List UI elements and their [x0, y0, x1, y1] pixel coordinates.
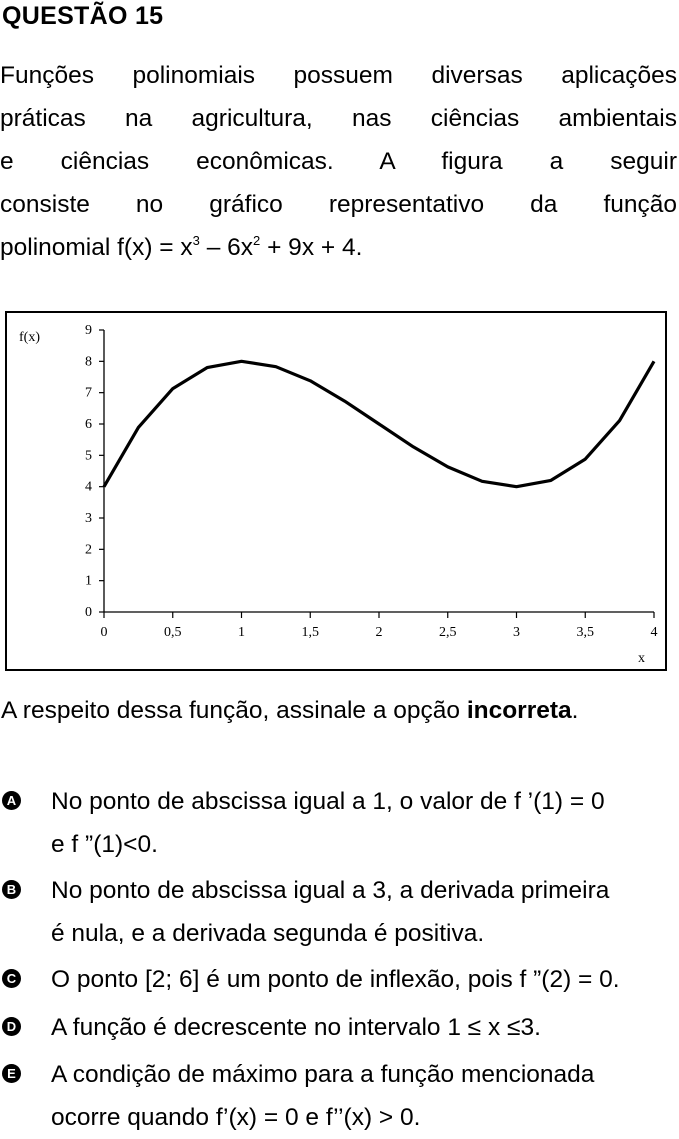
question-prompt: A respeito dessa função, assinale a opçã…	[1, 697, 578, 725]
x-tick-label: 3	[513, 625, 520, 640]
option-d-text: A função é decrescente no intervalo 1 ≤ …	[51, 1006, 677, 1049]
x-tick-label: 1,5	[302, 625, 320, 640]
x-tick-label: 4	[651, 625, 658, 640]
option-line: No ponto de abscissa igual a 1, o valor …	[51, 788, 605, 815]
x-tick-label: 3,5	[577, 625, 595, 640]
intro-line: práticas na agricultura, nas ciências am…	[0, 105, 677, 132]
function-prefix: polinomial f(x) = x	[0, 234, 193, 261]
y-tick-label: 3	[85, 511, 92, 526]
option-letter-c: C	[2, 969, 21, 988]
y-tick-label: 8	[85, 354, 92, 369]
option-letter-e: E	[2, 1064, 21, 1083]
y-tick-label: 2	[85, 542, 92, 557]
option-line: A condição de máximo para a função menci…	[51, 1061, 595, 1088]
intro-line: consiste no gráfico representativo da fu…	[0, 191, 677, 218]
question-suffix: .	[571, 697, 579, 724]
chart-svg: 0 1 2 3 4 5 6 7 8 9 0 0,5 1 1,5 2 2,5 3 3,5 4 f(x) x	[19, 323, 658, 666]
option-line: é nula, e a derivada segunda é positiva.	[51, 920, 485, 947]
y-tick-label: 5	[85, 448, 92, 463]
option-letter-a: A	[2, 791, 21, 810]
question-emphasis: incorreta	[466, 697, 572, 724]
function-definition-line: polinomial f(x) = x3 – 6x2 + 9x + 4.	[0, 226, 677, 269]
y-tick-label: 1	[85, 574, 92, 589]
y-tick-label: 7	[85, 386, 92, 401]
option-letter-b: B	[2, 880, 21, 899]
option-b-text: No ponto de abscissa igual a 3, a deriva…	[51, 869, 677, 955]
x-tick-label: 1	[238, 625, 245, 640]
intro-line: e ciências econômicas. A figura a seguir	[0, 148, 677, 175]
option-e-text: A condição de máximo para a função menci…	[51, 1053, 677, 1139]
option-line: O ponto [2; 6] é um ponto de inflexão, p…	[51, 966, 620, 993]
function-middle: – 6x	[199, 234, 254, 261]
option-a-text: No ponto de abscissa igual a 1, o valor …	[51, 780, 677, 866]
exponent-3: 3	[192, 233, 200, 248]
y-tick-label: 4	[85, 480, 92, 495]
x-tick-label: 2	[376, 625, 383, 640]
exponent-2: 2	[253, 233, 261, 248]
option-line: ocorre quando f’(x) = 0 e f’’(x) > 0.	[51, 1104, 421, 1131]
function-curve	[102, 359, 656, 489]
function-suffix: + 9x + 4.	[260, 234, 363, 261]
x-axis-label: x	[638, 651, 645, 666]
option-c-text: O ponto [2; 6] é um ponto de inflexão, p…	[51, 958, 677, 1001]
x-tick-label: 2,5	[439, 625, 457, 640]
question-title: QUESTÃO 15	[2, 2, 164, 30]
option-line: A função é decrescente no intervalo 1 ≤ …	[51, 1014, 541, 1041]
y-tick-label: 9	[85, 323, 92, 338]
y-axis-label: f(x)	[19, 330, 40, 345]
option-letter-d: D	[2, 1017, 21, 1036]
question-prefix: A respeito dessa função, assinale a opçã…	[1, 697, 467, 724]
intro-paragraph: Funções polinomiais possuem diversas apl…	[0, 54, 677, 269]
option-line: e f ”(1)<0.	[51, 831, 158, 858]
y-tick-label: 6	[85, 417, 92, 432]
option-line: No ponto de abscissa igual a 3, a deriva…	[51, 877, 610, 904]
function-chart: 0 1 2 3 4 5 6 7 8 9 0 0,5 1 1,5 2 2,5 3 3,5 4 f(x) x	[5, 311, 667, 671]
x-tick-label: 0	[101, 625, 108, 640]
x-tick-label: 0,5	[164, 625, 182, 640]
intro-line: Funções polinomiais possuem diversas apl…	[0, 62, 677, 89]
y-tick-label: 0	[85, 605, 92, 620]
